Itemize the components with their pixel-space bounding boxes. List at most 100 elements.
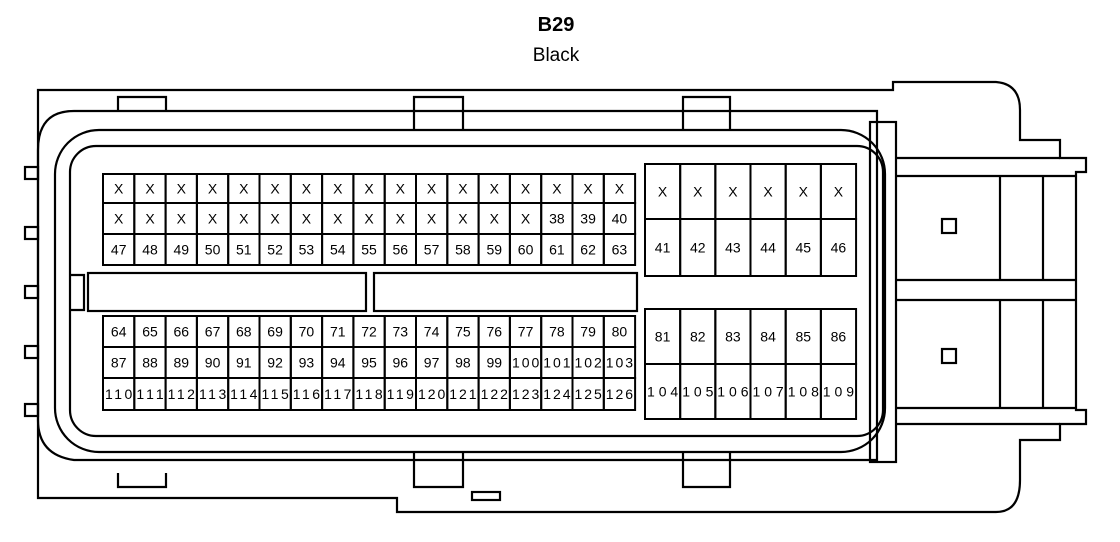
pin-unused-label: X — [396, 181, 406, 197]
right-square-upper — [940, 217, 958, 235]
pin-cavity — [819, 218, 858, 277]
pin-number-label: 40 — [612, 211, 628, 227]
pin-number-label: 75 — [455, 324, 471, 340]
pin-number-label: 96 — [393, 355, 409, 371]
pin-unused-label: X — [364, 211, 374, 227]
pin-number-label: 61 — [549, 242, 565, 258]
bottom-tab-mid — [412, 453, 465, 489]
pin-number-label: 57 — [424, 242, 440, 258]
housing-outline — [36, 80, 1088, 514]
pin-number-label: 99 — [487, 355, 503, 371]
pin-number-label: 68 — [236, 324, 252, 340]
pin-number-label: 72 — [361, 324, 377, 340]
left-peg-3 — [23, 284, 40, 300]
pin-number-label: 106 — [717, 384, 748, 400]
pin-number-label: 117 — [324, 386, 352, 402]
left-peg-5 — [23, 402, 40, 418]
pin-number-label: 38 — [549, 211, 565, 227]
pin-number-label: 104 — [647, 384, 678, 400]
pin-number-label: 67 — [205, 324, 221, 340]
pin-unused-label: X — [333, 181, 343, 197]
pin-unused-label: X — [364, 181, 374, 197]
pin-unused-label: X — [834, 184, 844, 200]
pin-number-label: 118 — [355, 386, 383, 402]
pin-number-label: 51 — [236, 242, 252, 258]
pin-unused-label: X — [145, 181, 155, 197]
pin-number-label: 112 — [168, 386, 196, 402]
pin-number-label: 116 — [293, 386, 321, 402]
pin-number-label: 55 — [361, 242, 377, 258]
pin-unused-label: X — [208, 211, 218, 227]
pin-unused-label: X — [728, 184, 738, 200]
pin-unused-label: X — [521, 181, 531, 197]
pin-unused-label: X — [658, 184, 668, 200]
pin-number-label: 42 — [690, 240, 706, 256]
pin-unused-label: X — [239, 181, 249, 197]
pin-number-label: 103 — [606, 355, 634, 371]
pin-number-label: 89 — [174, 355, 190, 371]
pin-unused-label: X — [302, 181, 312, 197]
pin-number-label: 78 — [549, 324, 565, 340]
left-latch — [70, 273, 86, 312]
pin-number-label: 93 — [299, 355, 315, 371]
pin-unused-label: X — [396, 211, 406, 227]
pin-number-label: 46 — [831, 240, 847, 256]
pin-number-label: 69 — [267, 324, 283, 340]
pin-number-label: 58 — [455, 242, 471, 258]
pin-number-label: 80 — [612, 324, 628, 340]
pin-number-label: 113 — [199, 386, 227, 402]
top-tab-left — [116, 95, 168, 111]
pin-number-label: 62 — [580, 242, 596, 258]
pin-number-label: 65 — [142, 324, 158, 340]
pin-unused-label: X — [693, 184, 703, 200]
pin-unused-label: X — [114, 211, 124, 227]
pin-number-label: 56 — [393, 242, 409, 258]
pin-number-label: 123 — [512, 386, 540, 402]
pin-number-label: 86 — [831, 329, 847, 345]
face-panel — [53, 128, 887, 454]
pin-unused-label: X — [270, 211, 280, 227]
pin-number-label: 70 — [299, 324, 315, 340]
pin-number-label: 52 — [267, 242, 283, 258]
pin-unused-label: X — [333, 211, 343, 227]
pin-number-label: 77 — [518, 324, 534, 340]
left-peg-1 — [23, 165, 40, 181]
pin-unused-label: X — [239, 211, 249, 227]
pin-number-label: 119 — [387, 386, 415, 402]
pin-unused-label: X — [177, 211, 187, 227]
pin-number-label: 81 — [655, 329, 671, 345]
pin-number-label: 110 — [105, 386, 133, 402]
pin-unused-label: X — [521, 211, 531, 227]
pin-number-label: 44 — [760, 240, 776, 256]
left-peg-2 — [23, 225, 40, 241]
pin-number-label: 114 — [230, 386, 258, 402]
pin-number-label: 109 — [823, 384, 854, 400]
pin-number-label: 85 — [796, 329, 812, 345]
pin-number-label: 108 — [788, 384, 819, 400]
pin-unused-label: X — [552, 181, 562, 197]
pin-number-label: 45 — [796, 240, 812, 256]
pin-unused-label: X — [145, 211, 155, 227]
pin-number-label: 66 — [174, 324, 190, 340]
pin-number-label: 102 — [574, 355, 602, 371]
pin-number-label: 50 — [205, 242, 221, 258]
pin-number-label: 100 — [512, 355, 540, 371]
pin-unused-label: X — [302, 211, 312, 227]
pin-unused-label: X — [427, 181, 437, 197]
pin-number-label: 92 — [267, 355, 283, 371]
pin-number-label: 124 — [543, 386, 571, 402]
connector-color-label: Black — [532, 45, 580, 66]
pin-number-label: 79 — [580, 324, 596, 340]
pin-number-label: 71 — [330, 324, 346, 340]
pin-number-label: 49 — [174, 242, 190, 258]
top-tab-right — [681, 95, 732, 130]
pin-number-label: 43 — [725, 240, 741, 256]
pin-number-label: 60 — [518, 242, 534, 258]
pin-unused-label: X — [763, 184, 773, 200]
pin-number-label: 64 — [111, 324, 127, 340]
pin-number-label: 120 — [418, 386, 446, 402]
